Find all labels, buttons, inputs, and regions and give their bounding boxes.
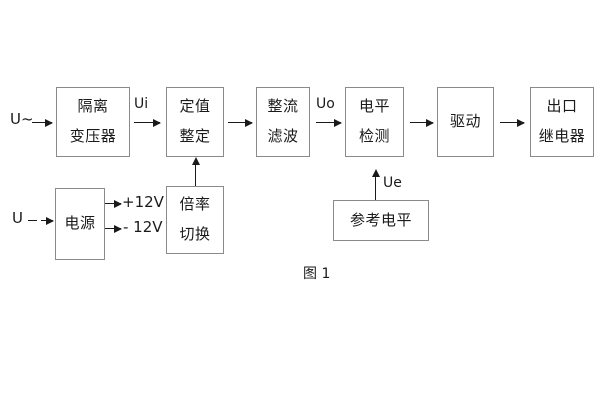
arrow-multiplier-switch-to-setting-value	[191, 157, 200, 186]
figure-caption: 图 1	[303, 266, 331, 282]
arrow-rectify-filter-to-level-detect	[316, 118, 342, 127]
arrow-isolation-transformer-to-setting-value	[134, 118, 161, 127]
arrow-negative-rail	[105, 224, 122, 233]
block-output-relay-line2: 继电器	[538, 127, 586, 145]
block-isolation-transformer-line1: 隔离	[77, 97, 109, 116]
block-level-detect: 电平 检测	[345, 87, 404, 157]
block-rectify-filter-line1: 整流	[267, 97, 299, 116]
block-output-relay-line1: 出口	[546, 97, 578, 116]
block-setting-value-line2: 整定	[179, 127, 211, 145]
arrow-reference-level-to-level-detect	[371, 169, 380, 200]
block-drive-line1: 驱动	[449, 112, 481, 131]
dc-input-dash	[28, 220, 37, 221]
block-rectify-filter-line2: 滤波	[267, 127, 299, 145]
block-reference-level-line1: 参考电平	[349, 210, 412, 229]
block-level-detect-line2: 检测	[358, 127, 390, 145]
arrow-positive-rail	[105, 199, 122, 208]
block-reference-level: 参考电平	[333, 200, 429, 241]
block-multiplier-switch-line1: 倍率	[179, 195, 211, 214]
arrow-dc-input-to-power-supply	[41, 216, 54, 225]
block-output-relay: 出口 继电器	[530, 87, 594, 157]
block-level-detect-line1: 电平	[358, 97, 390, 116]
arrow-ac-input-to-isolation-transformer	[32, 118, 53, 127]
block-setting-value: 定值 整定	[166, 87, 224, 157]
block-rectify-filter: 整流 滤波	[256, 87, 310, 157]
arrow-setting-value-to-rectify-filter	[228, 118, 253, 127]
block-multiplier-switch: 倍率 切换	[166, 186, 224, 254]
block-power-supply-line1: 电源	[64, 214, 96, 233]
negative-rail-label: - 12V	[123, 218, 163, 236]
positive-rail-label: +12V	[122, 193, 164, 211]
block-isolation-transformer-line2: 变压器	[69, 127, 117, 145]
block-isolation-transformer: 隔离 变压器	[56, 87, 130, 157]
dc-input-label: U	[12, 209, 23, 227]
block-multiplier-switch-line2: 切换	[179, 225, 211, 243]
ac-input-label: U~	[10, 110, 34, 128]
signal-label-ue: Ue	[383, 175, 402, 191]
block-setting-value-line1: 定值	[179, 97, 211, 116]
arrow-level-detect-to-drive	[410, 118, 434, 127]
signal-label-ui: Ui	[134, 96, 149, 112]
arrow-drive-to-output-relay	[500, 118, 525, 127]
signal-label-uo: Uo	[316, 96, 335, 112]
block-power-supply: 电源	[55, 188, 105, 260]
block-drive: 驱动	[437, 87, 494, 157]
